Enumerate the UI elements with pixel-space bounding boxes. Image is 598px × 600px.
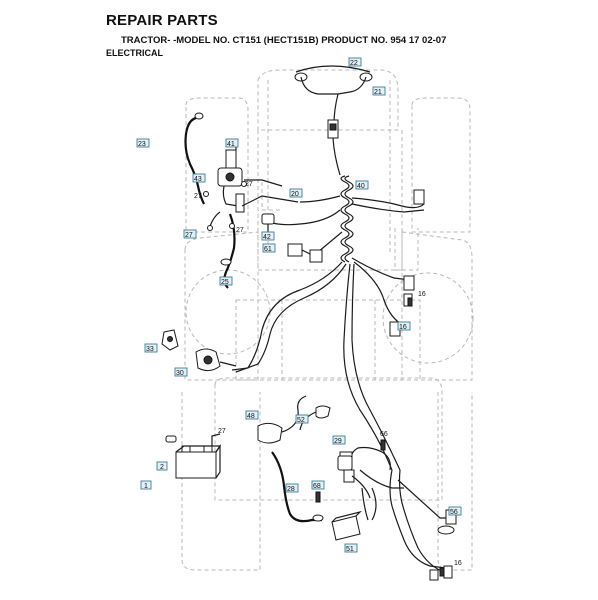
model-subtitle: TRACTOR- -MODEL NO. CT151 (HECT151B) PRO… <box>121 35 447 46</box>
battery <box>165 433 222 479</box>
svg-text:29: 29 <box>334 438 342 445</box>
callout-25: 25 <box>219 276 233 286</box>
callout-51: 51 <box>344 543 358 553</box>
svg-text:1: 1 <box>144 483 148 490</box>
cable-28 <box>271 451 322 523</box>
svg-text:22: 22 <box>350 60 358 67</box>
callout-20: 20 <box>289 188 303 198</box>
part-48-52 <box>257 395 331 444</box>
svg-text:56: 56 <box>450 509 458 516</box>
callout-30: 30 <box>174 367 188 377</box>
switch-cluster <box>217 139 323 263</box>
section-label: ELECTRICAL <box>106 48 163 58</box>
label-66: 66 <box>380 431 388 438</box>
svg-text:43: 43 <box>194 176 202 183</box>
callout-61: 61 <box>262 243 276 253</box>
svg-text:51: 51 <box>346 546 354 553</box>
svg-text:52: 52 <box>297 417 305 424</box>
label-16-a: 16 <box>418 291 426 298</box>
callout-2: 2 <box>156 461 168 471</box>
svg-text:30: 30 <box>176 370 184 377</box>
harness-coil <box>231 175 425 471</box>
label-27-d: 27 <box>218 428 226 435</box>
label-27-a: 27 <box>245 181 253 188</box>
svg-text:42: 42 <box>263 234 271 241</box>
svg-text:41: 41 <box>227 141 235 148</box>
callout-56: 56 <box>448 506 462 516</box>
part-30-switch <box>195 348 237 372</box>
callout-40: 40 <box>355 180 369 190</box>
svg-text:27: 27 <box>185 232 193 239</box>
callout-29: 29 <box>332 435 346 445</box>
callout-42: 42 <box>261 231 275 241</box>
part-33 <box>161 329 179 351</box>
cable-end-20 <box>220 258 232 266</box>
svg-text:23: 23 <box>138 141 146 148</box>
lower-harness <box>339 446 457 581</box>
svg-text:33: 33 <box>146 346 154 353</box>
svg-text:20: 20 <box>291 191 299 198</box>
callout-28: 28 <box>285 483 299 493</box>
svg-text:2: 2 <box>160 464 164 471</box>
callout-21: 21 <box>372 86 386 96</box>
svg-text:68: 68 <box>313 483 321 490</box>
label-27-c: 27 <box>236 227 244 234</box>
callout-23: 23 <box>136 138 150 148</box>
callout-22: 22 <box>348 57 362 67</box>
svg-text:16: 16 <box>399 324 407 331</box>
cable-end <box>194 112 204 120</box>
svg-text:25: 25 <box>221 279 229 286</box>
label-27-b: 27 <box>194 193 202 200</box>
cable-end-28 <box>312 514 324 522</box>
callout-52: 52 <box>295 414 309 424</box>
svg-text:40: 40 <box>357 183 365 190</box>
callout-41: 41 <box>225 138 239 148</box>
callout-1: 1 <box>140 480 152 490</box>
cable-25 <box>184 116 205 205</box>
page-title: REPAIR PARTS <box>106 12 218 29</box>
callout-68: 68 <box>311 480 325 490</box>
callout-43: 43 <box>192 173 206 183</box>
headlight-assembly <box>294 65 373 176</box>
callout-33: 33 <box>144 343 158 353</box>
screws <box>315 297 445 577</box>
part-29-relay <box>337 455 371 499</box>
callout-48: 48 <box>245 410 259 420</box>
svg-text:48: 48 <box>247 413 255 420</box>
svg-text:61: 61 <box>264 246 272 253</box>
wire-27-links <box>203 181 247 231</box>
label-16-c: 16 <box>454 560 462 567</box>
callout-27-box: 27 <box>183 229 197 239</box>
svg-text:28: 28 <box>287 486 295 493</box>
callout-16-box: 16 <box>397 321 411 331</box>
part-51-module <box>331 510 362 541</box>
svg-text:21: 21 <box>374 89 382 96</box>
